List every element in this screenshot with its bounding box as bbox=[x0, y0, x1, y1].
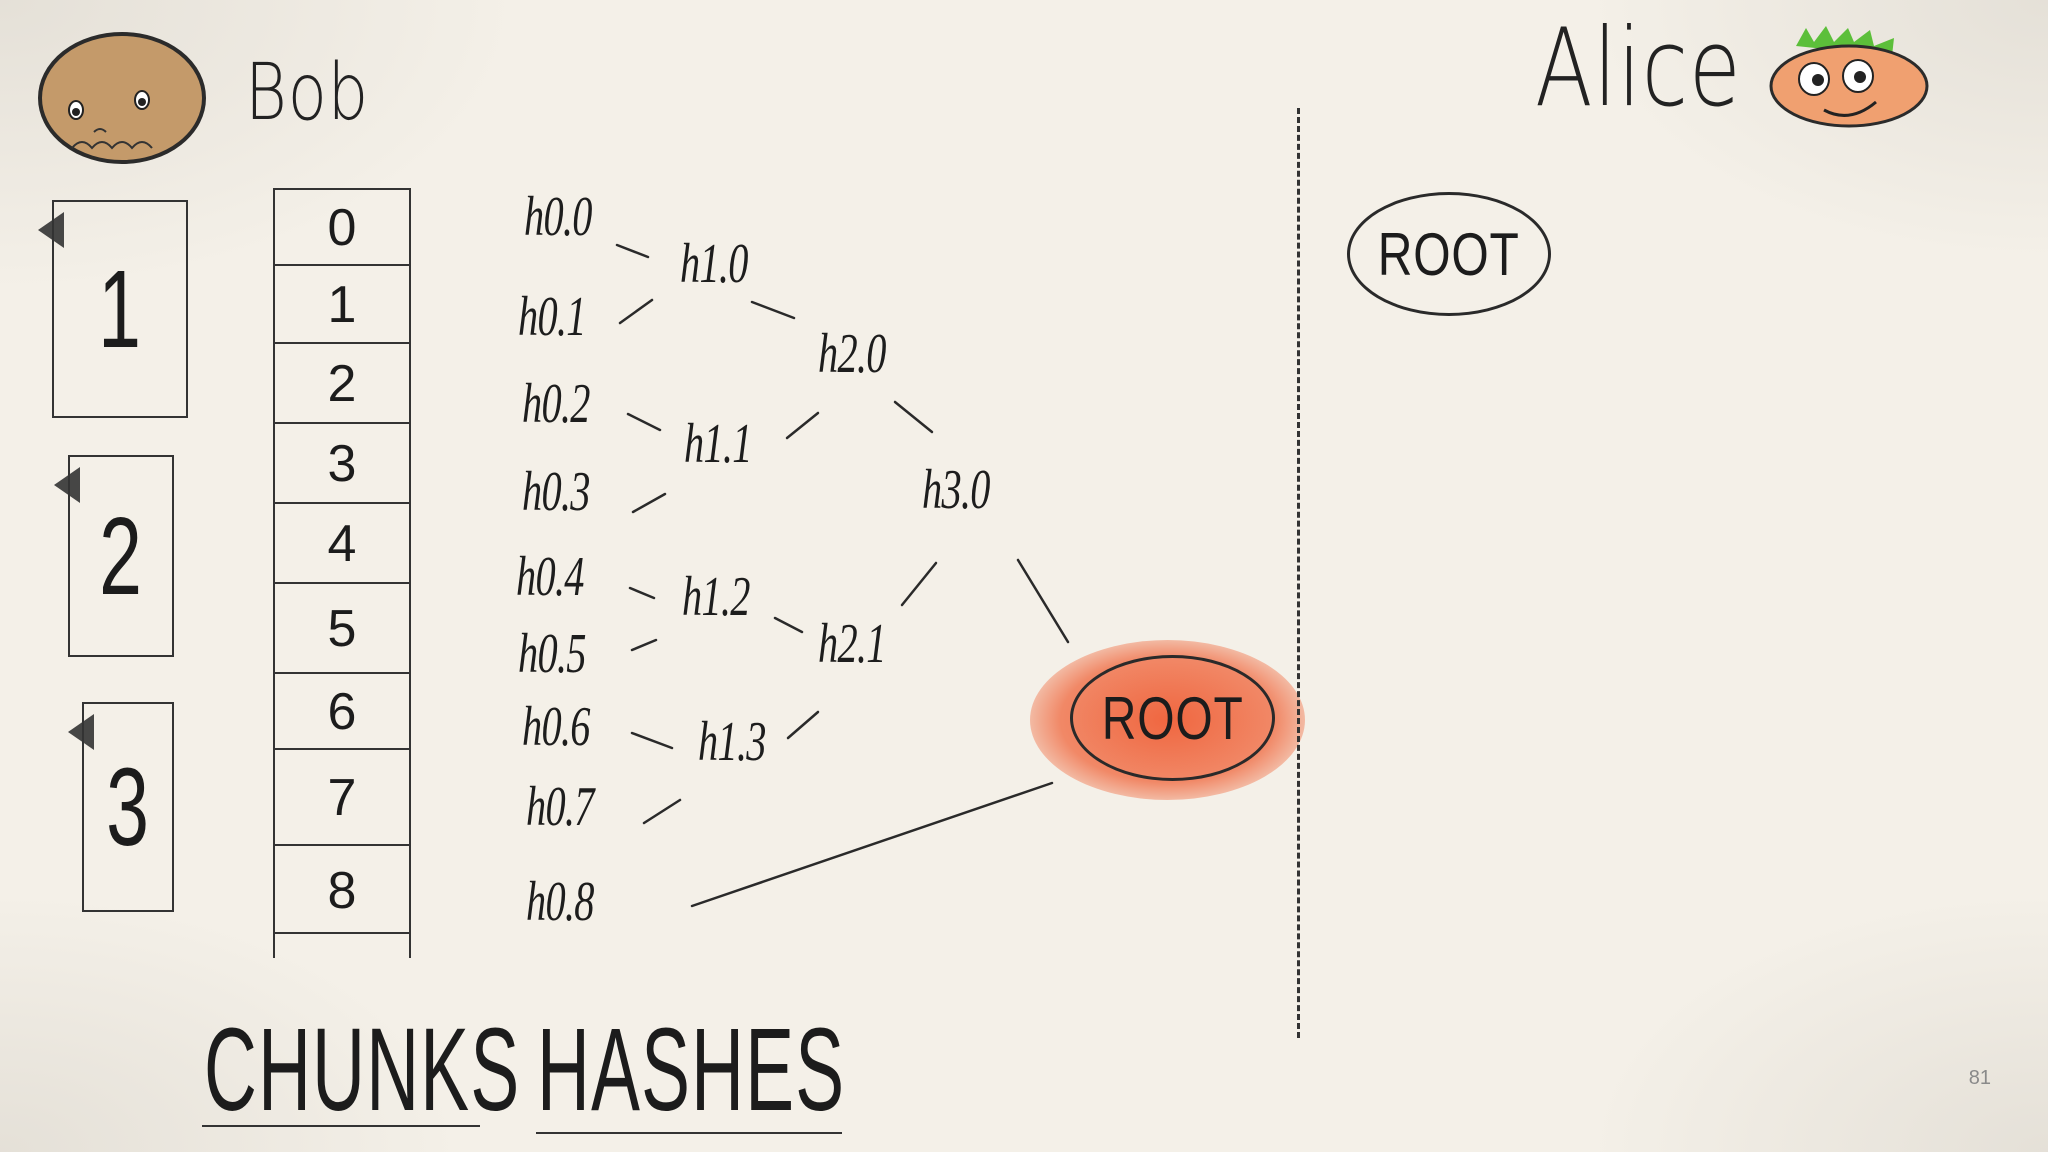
hash-h0-2: h0.2 bbox=[522, 373, 590, 435]
chunks-caption-underline bbox=[202, 1125, 480, 1127]
bob-avatar-icon bbox=[38, 32, 206, 164]
hash-h1-2: h1.2 bbox=[682, 566, 750, 628]
hash-h1-0: h1.0 bbox=[680, 233, 748, 295]
document-label: 3 bbox=[106, 745, 150, 869]
hash-h0-6: h0.6 bbox=[522, 696, 590, 758]
hash-h0-0: h0.0 bbox=[524, 186, 592, 248]
root-node-alice: ROOT bbox=[1347, 192, 1551, 316]
document-label: 2 bbox=[99, 494, 143, 618]
hash-h2-1: h2.1 bbox=[818, 613, 886, 675]
document-3: 3 bbox=[68, 702, 174, 912]
root-node-bob: ROOT bbox=[1070, 655, 1275, 781]
bob-name: Bob bbox=[245, 48, 370, 138]
hash-h0-7: h0.7 bbox=[526, 776, 594, 838]
hash-h0-3: h0.3 bbox=[522, 461, 590, 523]
hash-h1-1: h1.1 bbox=[684, 413, 752, 475]
hashes-caption-underline bbox=[536, 1132, 842, 1134]
page-fold-icon bbox=[68, 714, 94, 750]
hashes-caption: HASHES bbox=[537, 1004, 846, 1136]
chunk-cell: 7 bbox=[275, 748, 409, 844]
alice-name: Alice bbox=[1535, 6, 1742, 131]
chunks-caption: CHUNKS bbox=[204, 1004, 521, 1136]
chunk-cell: 0 bbox=[275, 188, 409, 264]
chunk-cell: 2 bbox=[275, 342, 409, 422]
chunk-cell: 8 bbox=[275, 844, 409, 934]
chunk-cell: 5 bbox=[275, 582, 409, 672]
hash-h3-0: h3.0 bbox=[922, 459, 990, 521]
alice-root-label: ROOT bbox=[1378, 220, 1520, 288]
page-fold-icon bbox=[54, 467, 80, 503]
chunk-cell: 6 bbox=[275, 672, 409, 748]
hash-h1-3: h1.3 bbox=[698, 711, 766, 773]
hash-h2-0: h2.0 bbox=[818, 323, 886, 385]
document-1: 1 bbox=[38, 200, 188, 418]
hash-h0-1: h0.1 bbox=[518, 286, 586, 348]
hash-h0-4: h0.4 bbox=[516, 546, 584, 608]
hash-h0-5: h0.5 bbox=[518, 623, 586, 685]
chunk-cell: 1 bbox=[275, 264, 409, 342]
document-label: 1 bbox=[98, 247, 142, 371]
hash-h0-8: h0.8 bbox=[526, 871, 594, 933]
page-fold-icon bbox=[38, 212, 64, 248]
chunk-cell: 4 bbox=[275, 502, 409, 582]
document-2: 2 bbox=[54, 455, 174, 657]
root-label: ROOT bbox=[1101, 684, 1244, 752]
chunk-cell: 3 bbox=[275, 422, 409, 502]
chunk-table: 0 1 2 3 4 5 6 7 8 bbox=[273, 188, 411, 958]
bob-alice-divider bbox=[1297, 108, 1300, 1038]
page-number: 81 bbox=[1968, 1067, 1991, 1089]
alice-avatar-icon bbox=[1769, 26, 1929, 128]
